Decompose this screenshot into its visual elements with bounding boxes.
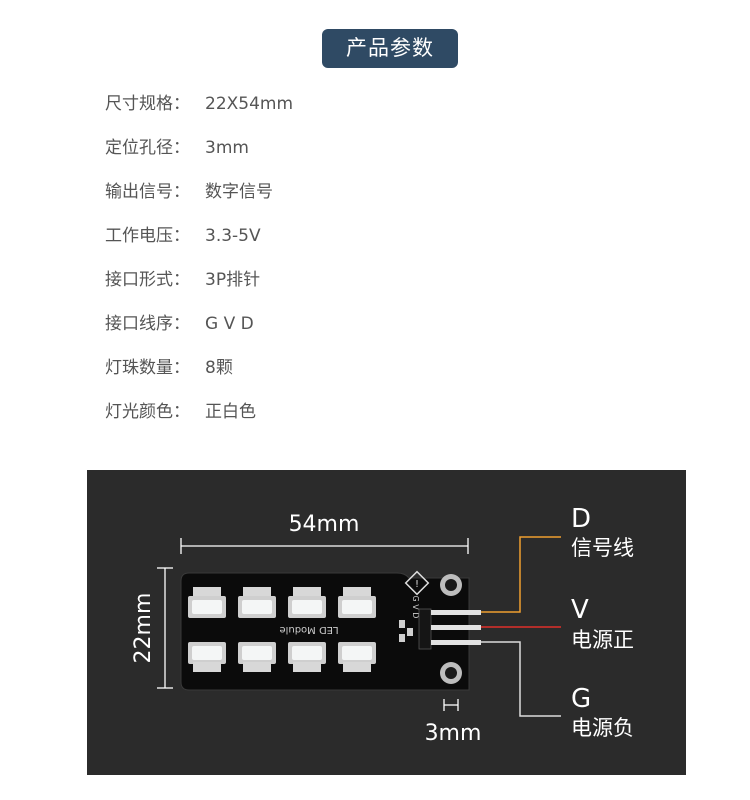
- width-dimension: [180, 538, 469, 554]
- spec-list: 尺寸规格： 22X54mm 定位孔径： 3mm 输出信号： 数字信号 工作电压： 3.3…: [105, 89, 665, 441]
- led-top-4: [338, 587, 376, 618]
- pin-g-name: 电源负: [571, 716, 634, 740]
- led-top-1: [188, 587, 226, 618]
- spec-value: 3P排针: [205, 270, 261, 290]
- spec-label: 灯光颜色：: [105, 402, 190, 422]
- spec-label: 输出信号：: [105, 182, 190, 202]
- mount-hole-bottom-icon: [440, 662, 462, 684]
- pin-g-letter: G: [571, 684, 591, 714]
- pin-d-letter: D: [571, 504, 591, 534]
- spec-row: 接口线序： G V D: [105, 309, 665, 353]
- spec-label: 定位孔径：: [105, 138, 190, 158]
- spec-value: 3.3-5V: [205, 226, 261, 246]
- spec-row: 输出信号： 数字信号: [105, 177, 665, 221]
- spec-row: 定位孔径： 3mm: [105, 133, 665, 177]
- spec-row: 尺寸规格： 22X54mm: [105, 89, 665, 133]
- pin-marks: G V D: [411, 596, 420, 619]
- pin-d-name: 信号线: [571, 536, 634, 560]
- width-label: 54mm: [289, 512, 360, 537]
- spec-row: 工作电压： 3.3-5V: [105, 221, 665, 265]
- led-bottom-4: [338, 642, 376, 672]
- mount-hole-top-icon: [440, 574, 462, 596]
- spec-row: 灯珠数量： 8颗: [105, 353, 665, 397]
- spec-label: 灯珠数量：: [105, 358, 190, 378]
- led-bottom-3: [288, 642, 326, 672]
- hole-dimension: [443, 699, 459, 711]
- spec-row: 灯光颜色： 正白色: [105, 397, 665, 441]
- pin-v-name: 电源正: [571, 628, 634, 652]
- svg-text:!: !: [415, 579, 419, 590]
- led-bottom-1: [188, 642, 226, 672]
- led-top-3: [288, 587, 326, 618]
- wire-d: [481, 536, 561, 613]
- pin-header: [418, 608, 481, 650]
- height-dimension: [157, 567, 173, 689]
- spec-value: G V D: [205, 314, 254, 334]
- pin-v-letter: V: [571, 595, 589, 625]
- spec-label: 接口线序：: [105, 314, 190, 334]
- spec-label: 工作电压：: [105, 226, 190, 246]
- spec-label: 尺寸规格：: [105, 94, 190, 114]
- hole-label: 3mm: [425, 721, 482, 746]
- height-label: 22mm: [131, 593, 156, 664]
- smd-component: [399, 634, 405, 642]
- spec-value: 3mm: [205, 138, 249, 158]
- led-bottom-2: [238, 642, 276, 672]
- spec-row: 接口形式： 3P排针: [105, 265, 665, 309]
- smd-component: [399, 620, 405, 628]
- board-label: LED Module: [279, 624, 338, 635]
- wire-g: [481, 641, 561, 717]
- spec-value: 数字信号: [205, 182, 273, 202]
- smd-component: [407, 628, 413, 636]
- spec-value: 22X54mm: [205, 94, 294, 114]
- spec-label: 接口形式：: [105, 270, 190, 290]
- module-diagram-svg: 54mm 22mm LED Module !: [131, 504, 634, 746]
- led-top-2: [238, 587, 276, 618]
- spec-value: 8颗: [205, 358, 233, 378]
- led-board: LED Module ! G V D: [180, 570, 481, 691]
- module-diagram: 54mm 22mm LED Module !: [87, 470, 686, 775]
- spec-value: 正白色: [205, 402, 256, 422]
- diamond-logo-icon: !: [404, 570, 430, 596]
- page-title: 产品参数: [322, 29, 458, 68]
